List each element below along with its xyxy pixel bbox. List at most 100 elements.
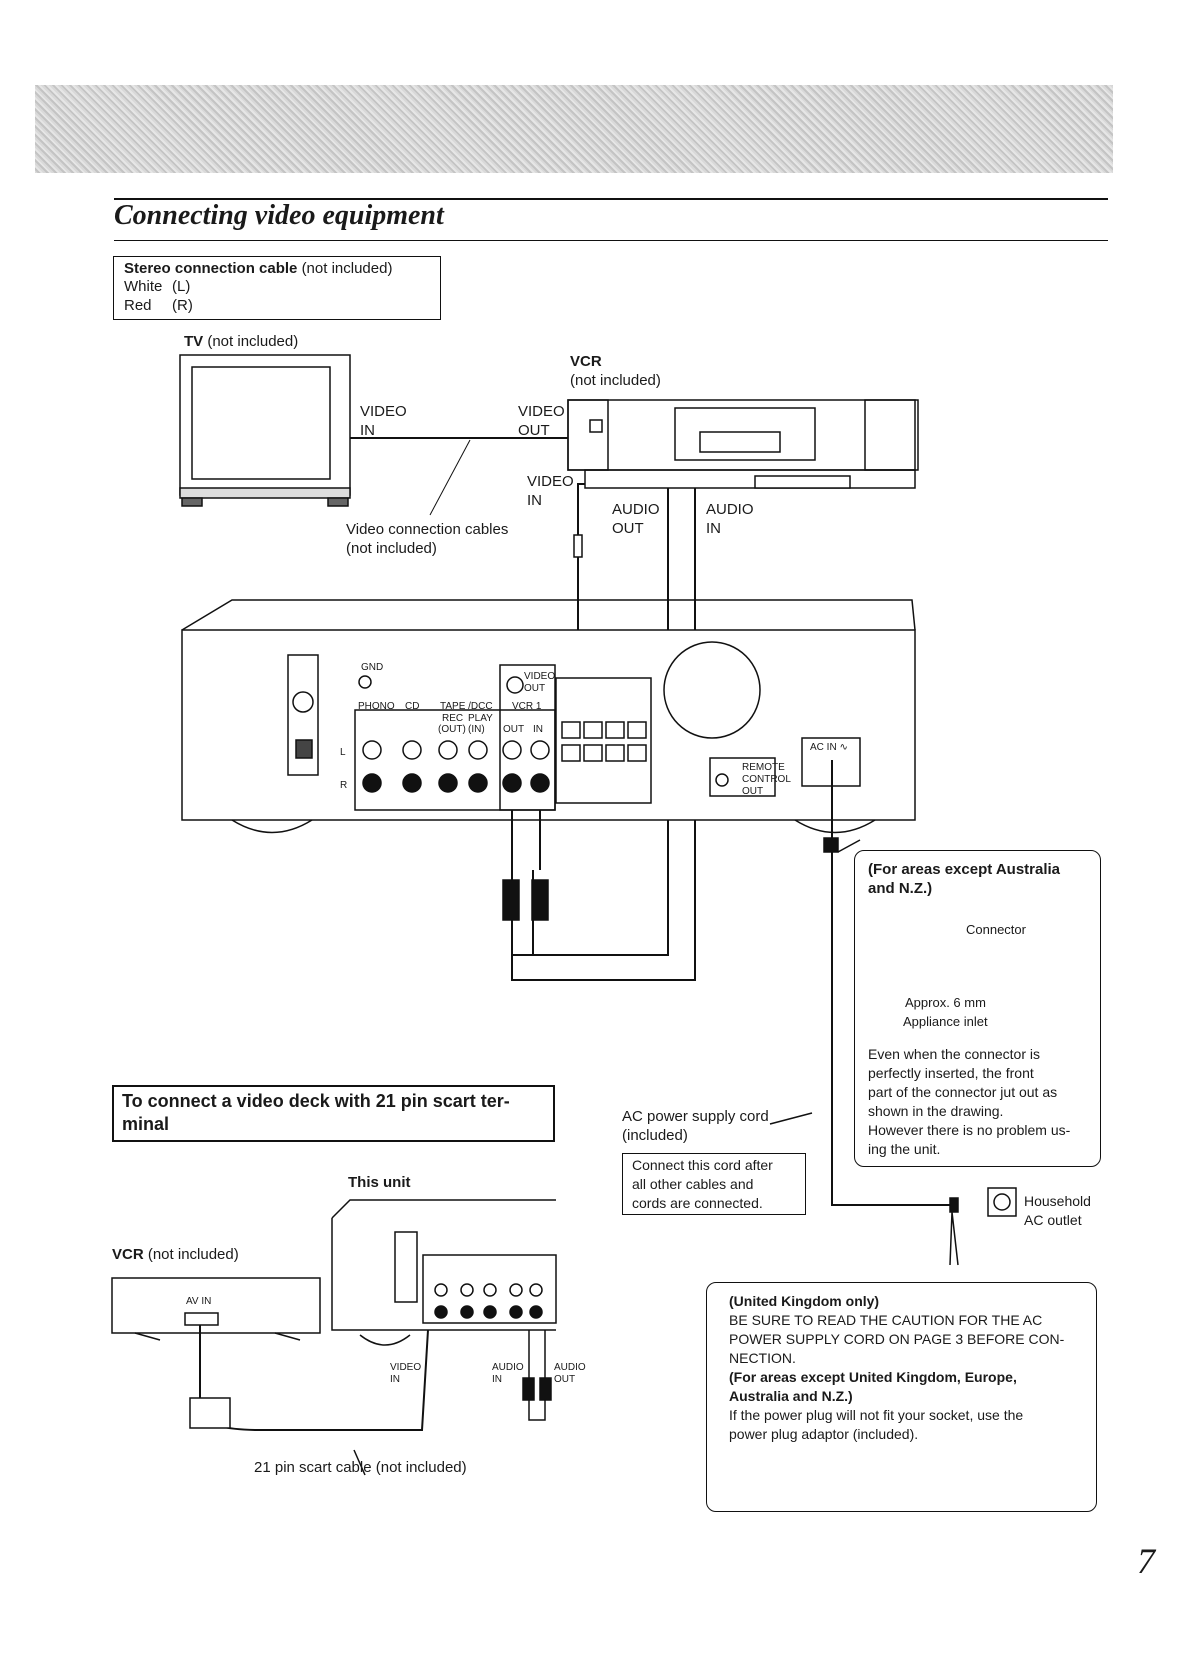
vcr-note: (not included) xyxy=(570,372,661,389)
rec-out-label: (OUT) xyxy=(438,724,466,735)
plug-note-1: Even when the connector is xyxy=(868,1046,1040,1062)
scart-heading-box xyxy=(112,1085,555,1142)
vcr-video-out-label: VIDEO OUT xyxy=(518,402,565,440)
other-title: (For areas except United Kingdom, Europe… xyxy=(729,1368,1017,1406)
vcr-audio-in-2: IN xyxy=(706,520,721,537)
connect-note-box xyxy=(622,1153,806,1215)
vcr-name: VCR xyxy=(570,353,602,370)
uk-text-2: POWER SUPPLY CORD ON PAGE 3 BEFORE CON- xyxy=(729,1331,1065,1347)
vcr-out-label: OUT xyxy=(503,724,525,735)
scart-heading-1: To connect a video deck with 21 pin scar… xyxy=(122,1091,510,1111)
page-title: Connecting video equipment xyxy=(114,200,444,231)
tape-label: TAPE /DCC xyxy=(440,701,493,712)
tv-label: TV (not included) xyxy=(184,332,298,351)
plug-note: Even when the connector is perfectly ins… xyxy=(868,1045,1070,1159)
ac-in-label: AC IN ∿ xyxy=(810,742,848,753)
cable-red-side: (R) xyxy=(172,297,193,314)
scart-video-in-2: IN xyxy=(390,1374,400,1385)
play-in-label: (IN) xyxy=(468,724,485,735)
vcr-audio-out-1: AUDIO xyxy=(612,501,660,518)
plug-note-3: part of the connector jut out as xyxy=(868,1084,1058,1100)
this-unit-label: This unit xyxy=(348,1174,411,1191)
uk-text: BE SURE TO READ THE CAUTION FOR THE AC PO… xyxy=(729,1311,1064,1368)
scart-vcr-label: VCR (not included) xyxy=(112,1245,239,1264)
plug-note-5: However there is no problem us- xyxy=(868,1122,1071,1138)
right-channel-label: R xyxy=(340,780,348,791)
video-cables-2: (not included) xyxy=(346,540,437,557)
uk-title: (United Kingdom only) xyxy=(729,1293,880,1309)
vcr-video-in-2: IN xyxy=(527,492,542,509)
remote-1: REMOTE xyxy=(742,762,785,773)
connect-note: Connect this cord after all other cables … xyxy=(632,1156,773,1213)
vcr-drawing xyxy=(567,399,919,489)
vcr-label: VCR (not included) xyxy=(570,352,661,390)
vcr-audio-in-label: AUDIO IN xyxy=(706,500,754,538)
vcr-video-in-1: VIDEO xyxy=(527,473,574,490)
plug-info-box xyxy=(854,850,1101,1167)
other-title-1: (For areas except United Kingdom, Europe… xyxy=(729,1369,1017,1385)
scart-audio-in-1: AUDIO xyxy=(492,1362,524,1373)
tv-note: (not included) xyxy=(207,333,299,350)
connector-label: Connector xyxy=(966,922,1026,937)
stereo-cable-legend xyxy=(113,256,441,320)
title-rule-bottom xyxy=(114,240,1108,241)
vcr-audio-out-label: AUDIO OUT xyxy=(612,500,660,538)
scart-cable-label: 21 pin scart cable (not included) xyxy=(254,1459,467,1476)
scart-unit-drawing xyxy=(331,1199,557,1346)
remote-2: CONTROL xyxy=(742,774,791,785)
scart-heading-2: minal xyxy=(122,1114,170,1134)
scart-vcr-name: VCR xyxy=(112,1246,144,1263)
scart-vcr-note: (not included) xyxy=(147,1246,239,1263)
connect-note-3: cords are connected. xyxy=(632,1195,763,1211)
scart-video-in-1: VIDEO xyxy=(390,1362,422,1373)
uk-text-1: BE SURE TO READ THE CAUTION FOR THE AC xyxy=(729,1312,1043,1328)
video-cables-label: Video connection cables (not included) xyxy=(346,520,508,558)
tv-drawing xyxy=(179,354,351,507)
speaker-terminals xyxy=(561,721,647,762)
phono-label: PHONO xyxy=(358,701,395,712)
appliance-inlet-label: Appliance inlet xyxy=(903,1014,988,1029)
vcr-video-out-1: VIDEO xyxy=(518,403,565,420)
play-label: PLAY xyxy=(468,713,493,724)
cable-red: Red xyxy=(124,297,152,314)
jack-row-right xyxy=(362,773,550,793)
scart-audio-out-1: AUDIO xyxy=(554,1362,586,1373)
other-text-1: If the power plug will not fit your sock… xyxy=(729,1407,1024,1423)
tv-video-in-1: VIDEO xyxy=(360,403,407,420)
cable-legend-note: (not included) xyxy=(301,260,393,277)
tv-video-in-2: IN xyxy=(360,422,375,439)
ac-cord-1: AC power supply cord xyxy=(622,1108,769,1125)
vcr-video-out-2: OUT xyxy=(518,422,550,439)
gnd-label: GND xyxy=(361,662,384,673)
uk-info-box xyxy=(706,1282,1097,1512)
other-text-2: power plug adaptor (included). xyxy=(729,1426,919,1442)
scart-audio-out-2: OUT xyxy=(554,1374,576,1385)
remote-3: OUT xyxy=(742,786,764,797)
video-out-1: VIDEO xyxy=(524,671,556,682)
uk-text-3: NECTION. xyxy=(729,1350,796,1366)
vcr-audio-out-2: OUT xyxy=(612,520,644,537)
video-out-2: OUT xyxy=(524,683,546,694)
vcr-audio-in-1: AUDIO xyxy=(706,501,754,518)
scart-heading: To connect a video deck with 21 pin scar… xyxy=(122,1090,510,1136)
left-channel-label: L xyxy=(340,747,346,758)
jack-row-left xyxy=(362,740,550,760)
plug-info-title: (For areas except Australia and N.Z.) xyxy=(868,861,1061,897)
vcr1-label: VCR 1 xyxy=(512,701,542,712)
video-cables-1: Video connection cables xyxy=(346,521,509,538)
connect-note-1: Connect this cord after xyxy=(632,1157,773,1173)
page-number: 7 xyxy=(1137,1541,1155,1581)
other-title-2: Australia and N.Z.) xyxy=(729,1388,853,1404)
cable-white: White xyxy=(124,278,163,295)
amplifier-rear-panel xyxy=(181,599,916,834)
connect-note-2: all other cables and xyxy=(632,1176,754,1192)
ac-cord-2: (included) xyxy=(622,1127,688,1144)
vcr-in-label: IN xyxy=(533,724,543,735)
tv-video-in-label: VIDEO IN xyxy=(360,402,407,440)
approx-label: Approx. 6 mm xyxy=(905,995,986,1010)
